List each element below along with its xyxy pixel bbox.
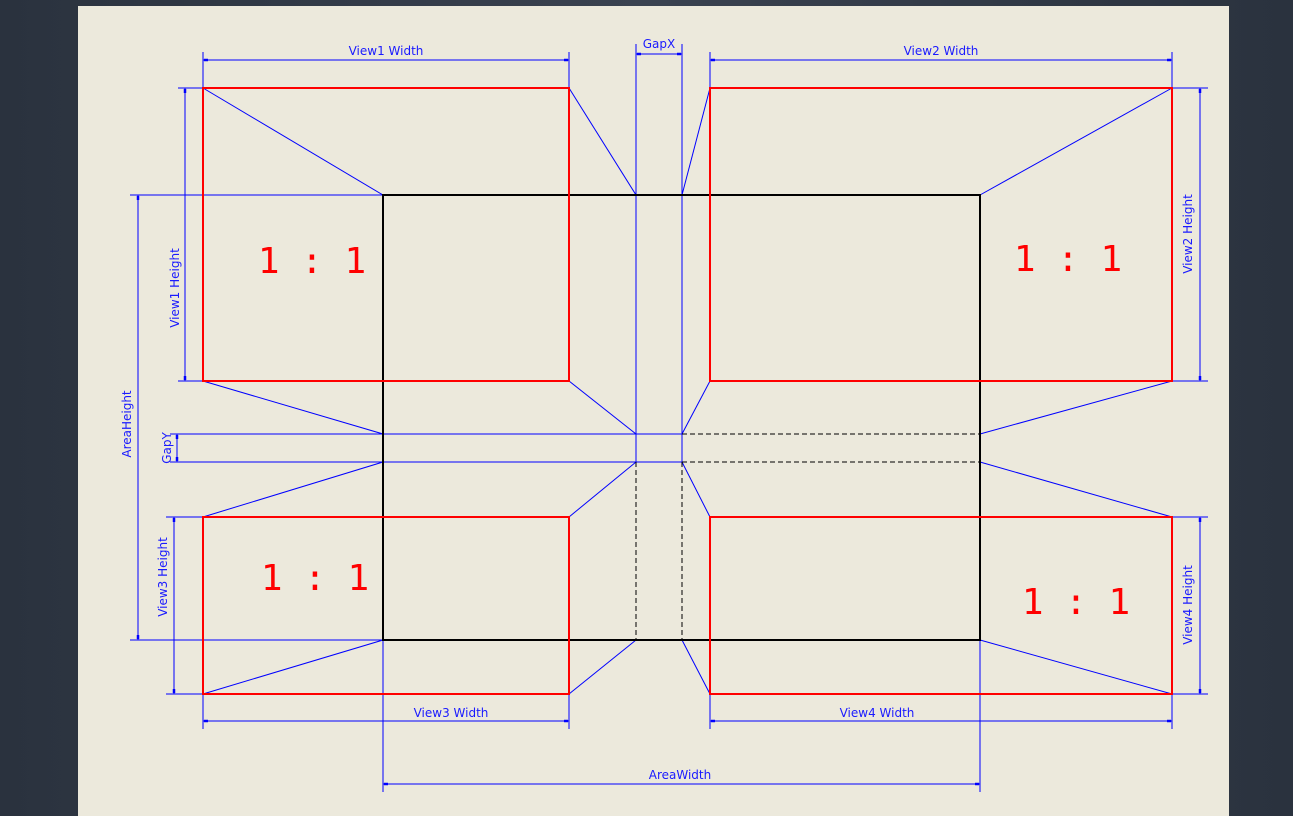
projection-line [681,87,711,196]
projection-line [568,639,637,695]
areawidth-label: AreaWidth [649,768,711,782]
hidden-gap-lines [635,433,980,640]
projection-line [979,380,1173,435]
projection-line [681,639,711,695]
projection-line [202,87,384,196]
view2-height-label: View2 Height [1181,194,1195,274]
projection-line [979,87,1173,196]
projection-line [202,380,384,435]
view3-width-label: View3 Width [414,706,489,720]
projection-line [202,639,384,695]
projection-line [681,461,711,518]
view4-rect [709,516,1173,695]
view3-scale-label: 1 : 1 [261,558,369,599]
projection-line [568,461,637,518]
view2-rect [709,87,1173,382]
view1-width-label: View1 Width [349,44,424,58]
gapx-label: GapX [643,37,676,51]
projection-line [979,461,1173,518]
area-rect [382,194,981,641]
view4-scale-label: 1 : 1 [1022,582,1130,623]
view2-width-label: View2 Width [904,44,979,58]
drawing-sheet [78,6,1229,816]
projection-line [979,639,1173,695]
gapy-label: GapY [160,432,174,464]
view3-rect [202,516,570,695]
view3-height-label: View3 Height [156,537,170,617]
projection-line [568,380,637,435]
projection-line [681,380,711,435]
areaheight-label: AreaHeight [120,390,134,458]
view2-scale-label: 1 : 1 [1014,239,1122,280]
construction-lines [130,44,1208,792]
view1-scale-label: 1 : 1 [258,241,366,282]
view4-height-label: View4 Height [1181,565,1195,645]
view4-width-label: View4 Width [840,706,915,720]
view1-rect [202,87,570,382]
projection-line [568,87,637,196]
view1-height-label: View1 Height [168,248,182,328]
projection-line [202,461,384,518]
dimension-arrows [136,52,1202,786]
